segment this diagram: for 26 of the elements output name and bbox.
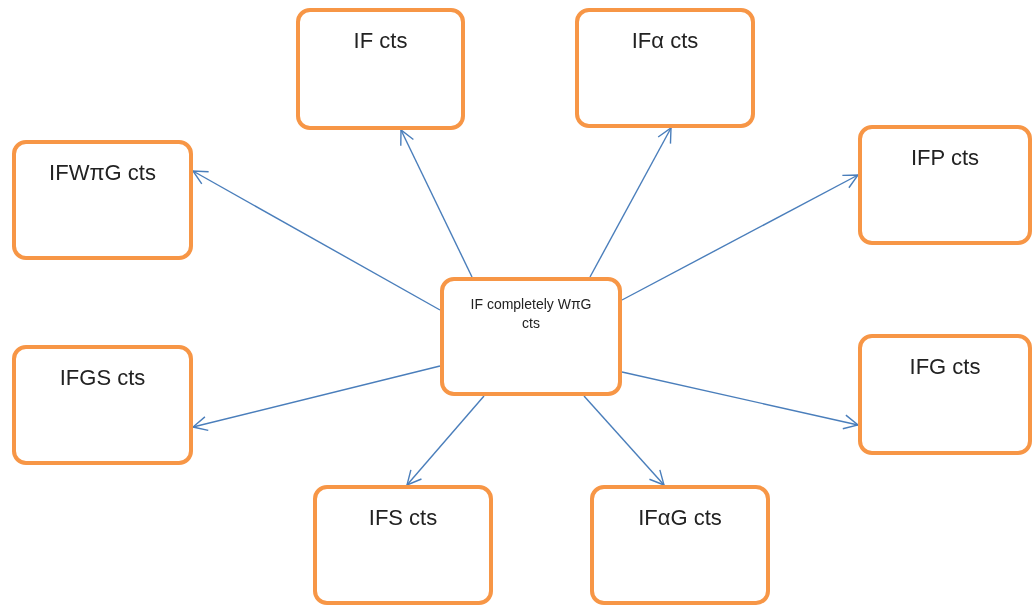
box-label: IFG cts <box>908 354 982 380</box>
rounded-box <box>440 277 622 396</box>
rounded-box <box>296 8 465 130</box>
arrow <box>192 170 441 311</box>
rounded-box <box>12 140 193 260</box>
arrow <box>621 371 859 430</box>
rounded-box <box>575 8 755 128</box>
rounded-box <box>313 485 493 605</box>
arrow <box>583 395 665 486</box>
box-label: IFα cts <box>630 28 700 54</box>
box-label: IF completely WπG cts <box>469 295 593 333</box>
rounded-box <box>858 334 1032 455</box>
box-label: IFP cts <box>909 145 981 171</box>
arrow <box>400 129 473 278</box>
rounded-box <box>590 485 770 605</box>
rounded-box <box>858 125 1032 245</box>
box-label: IFWπG cts <box>48 160 157 186</box>
box-label: IF cts <box>352 28 409 54</box>
box-label: IFGS cts <box>58 365 147 391</box>
box-label: IFS cts <box>367 505 439 531</box>
arrow <box>621 174 859 301</box>
box-label: IFαG cts <box>637 505 723 531</box>
arrow <box>589 127 672 278</box>
rounded-box <box>12 345 193 465</box>
arrow <box>406 395 485 486</box>
arrow <box>192 365 441 432</box>
